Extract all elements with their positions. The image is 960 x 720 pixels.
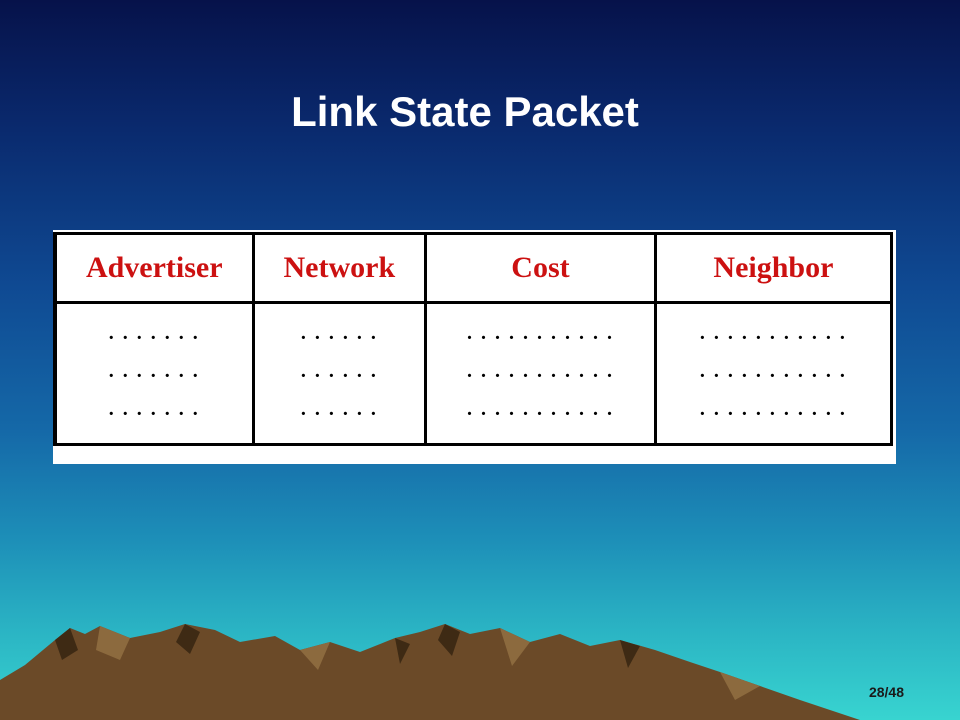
- header-cost: Cost: [424, 232, 657, 304]
- dot-line: . . . . . . . . . . .: [699, 360, 847, 382]
- header-advertiser: Advertiser: [52, 232, 255, 304]
- dot-line: . . . . . . . . . . .: [466, 360, 614, 382]
- mountain-range-decoration: [0, 624, 860, 720]
- page-number: 28/48: [868, 684, 904, 700]
- neighbor-cell: . . . . . . . . . . . . . . . . . . . . …: [653, 301, 894, 446]
- dot-line: . . . . . . . . . . .: [466, 398, 614, 420]
- mountain-silhouette: [0, 624, 860, 720]
- link-state-packet-table: Advertiser Network Cost Neighbor . . . .…: [52, 230, 896, 464]
- advertiser-cell: . . . . . . . . . . . . . . . . . . . . …: [52, 301, 255, 446]
- table-row: . . . . . . . . . . . . . . . . . . . . …: [52, 301, 894, 446]
- table-header-row: Advertiser Network Cost Neighbor: [52, 232, 894, 304]
- dot-line: . . . . . .: [300, 360, 378, 382]
- packet-fields-table: Advertiser Network Cost Neighbor . . . .…: [52, 232, 894, 446]
- header-neighbor: Neighbor: [653, 232, 894, 304]
- dot-line: . . . . . . .: [108, 360, 200, 382]
- dot-line: . . . . . . .: [108, 398, 200, 420]
- slide-title: Link State Packet: [291, 88, 639, 135]
- dot-line: . . . . . . . . . . .: [699, 398, 847, 420]
- dot-line: . . . . . .: [300, 398, 378, 420]
- dot-line: . . . . . . . . . . .: [699, 322, 847, 344]
- cost-cell: . . . . . . . . . . . . . . . . . . . . …: [424, 301, 657, 446]
- dot-line: . . . . . .: [300, 322, 378, 344]
- header-network: Network: [251, 232, 428, 304]
- network-cell: . . . . . . . . . . . . . . . . . .: [251, 301, 428, 446]
- dot-line: . . . . . . . . . . .: [466, 322, 614, 344]
- dot-line: . . . . . . .: [108, 322, 200, 344]
